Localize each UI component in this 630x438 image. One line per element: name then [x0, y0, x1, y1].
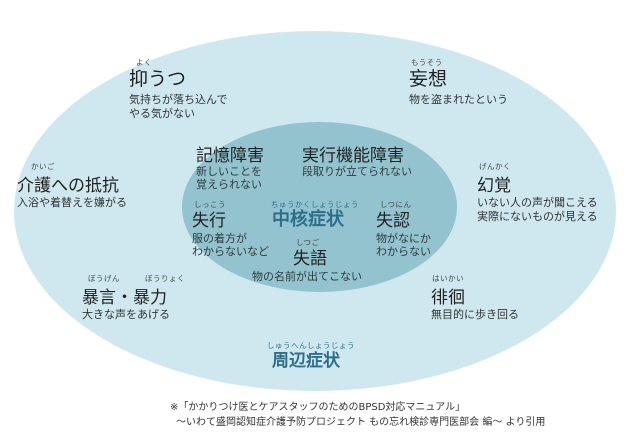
peripheral-symptoms-label: 周辺症状: [272, 351, 340, 371]
executive-dysfunction-desc: 段取りが立てられない: [302, 165, 412, 178]
violence-desc: 大きな声をあげる: [82, 308, 170, 321]
resistance-ruby: かいご: [31, 162, 55, 171]
hallucination-ruby: げんかく: [479, 162, 511, 171]
agnosia-desc-1: 物がなにか: [376, 232, 431, 245]
aphasia-desc: 物の名前が出てこない: [252, 270, 362, 283]
aphasia-title: 失語: [293, 249, 327, 269]
core-symptoms-ellipse: [182, 122, 457, 292]
citation-line-2: ～いわて盛岡認知症介護予防プロジェクト もの忘れ検診専門医部会 編～ より引用: [176, 417, 546, 428]
resistance-title: 介護への抵抗: [17, 176, 119, 196]
depression-title: 抑うつ: [129, 68, 187, 90]
apraxia-desc-1: 服の着方が: [192, 232, 247, 245]
depression-desc-1: 気持ちが落ち込んで: [129, 93, 228, 106]
aphasia-ruby: しつご: [296, 238, 320, 247]
wandering-title: 徘徊: [431, 288, 465, 308]
apraxia-desc-2: わからないなど: [192, 245, 269, 258]
hallucination-title: 幻覚: [477, 176, 511, 196]
memory-impairment-desc-1: 新しいことを: [196, 165, 262, 178]
agnosia-desc-2: わからない: [376, 245, 431, 258]
memory-impairment-title: 記憶障害: [196, 146, 264, 166]
delusion-desc: 物を盗まれたという: [409, 93, 508, 106]
delusion-title: 妄想: [409, 68, 448, 90]
agnosia-title: 失認: [376, 211, 410, 231]
core-symptoms-ruby: ちゅうかくしょうじょう: [271, 200, 359, 209]
depression-ruby: よく: [136, 58, 152, 67]
apraxia-title: 失行: [192, 211, 226, 231]
depression-desc-2: やる気がない: [129, 107, 195, 120]
delusion-ruby: もうそう: [411, 58, 443, 67]
wandering-ruby: はいかい: [432, 274, 464, 283]
violence-ruby-2: ぼうりょく: [145, 274, 185, 283]
agnosia-ruby: しつにん: [380, 200, 412, 209]
violence-title: 暴言・暴力: [82, 288, 167, 308]
resistance-desc: 入浴や着替えを嫌がる: [17, 196, 127, 209]
hallucination-desc-2: 実際にないものが見える: [477, 210, 598, 223]
core-symptoms-label: 中核症状: [272, 209, 344, 230]
peripheral-symptoms-ruby: しゅうへんしょうじょう: [267, 341, 355, 350]
wandering-desc: 無目的に歩き回る: [431, 308, 519, 321]
violence-ruby-1: ぼうげん: [88, 274, 120, 283]
executive-dysfunction-title: 実行機能障害: [302, 146, 404, 166]
citation-line-1: ※「かかりつけ医とケアスタッフのためのBPSD対応マニュアル」: [170, 402, 466, 413]
memory-impairment-desc-2: 覚えられない: [196, 178, 262, 191]
hallucination-desc-1: いない人の声が聞こえる: [477, 196, 598, 209]
apraxia-ruby: しっこう: [194, 200, 226, 209]
